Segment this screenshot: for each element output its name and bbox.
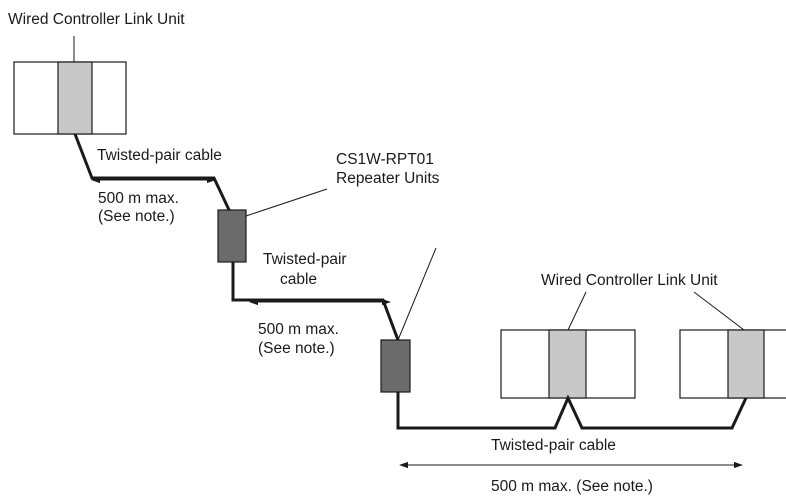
label-distance-3: 500 m max. (See note.) xyxy=(491,478,653,495)
leader-unit-right-2 xyxy=(693,291,745,331)
leader-repeater-2 xyxy=(397,247,437,341)
label-cable-3: Twisted-pair cable xyxy=(491,437,616,454)
label-note-2: (See note.) xyxy=(258,340,335,357)
label-cable-2b: cable xyxy=(280,271,318,288)
controller-unit-right-1 xyxy=(500,329,636,399)
cable-segment-3 xyxy=(396,392,748,430)
controller-unit-right-2 xyxy=(679,329,786,399)
label-repeater-model: CS1W-RPT01 xyxy=(336,151,434,168)
label-distance-1: 500 m max. xyxy=(98,190,179,207)
controller-unit-top xyxy=(13,61,127,135)
controller-slot-right-1 xyxy=(548,329,587,399)
label-cable-2a: Twisted-pair xyxy=(263,251,347,268)
leader-repeater-1 xyxy=(245,188,328,217)
leader-unit-right-1 xyxy=(567,291,587,331)
label-distance-2: 500 m max. xyxy=(258,321,339,338)
label-note-1: (See note.) xyxy=(98,208,175,225)
label-unit-top: Wired Controller Link Unit xyxy=(8,11,185,28)
repeater-unit-2 xyxy=(380,339,411,393)
controller-slot-top xyxy=(57,61,93,135)
repeater-unit-1 xyxy=(217,209,247,263)
label-unit-right: Wired Controller Link Unit xyxy=(541,272,718,289)
label-repeater-units: Repeater Units xyxy=(336,170,440,187)
label-cable-1: Twisted-pair cable xyxy=(97,147,222,164)
controller-slot-right-2 xyxy=(727,329,765,399)
